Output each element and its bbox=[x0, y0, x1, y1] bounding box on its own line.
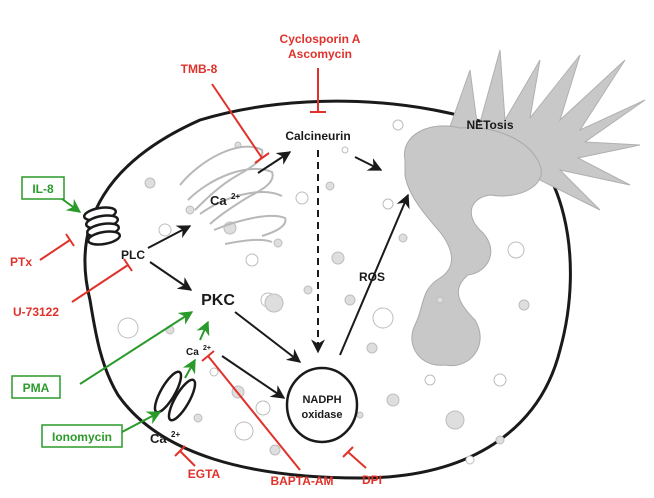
pkc-label: PKC bbox=[201, 292, 235, 309]
signaling-arrows bbox=[147, 150, 410, 399]
pma-label: PMA bbox=[23, 381, 50, 395]
arrow-ionomycin-to-channel bbox=[121, 411, 162, 433]
arrow-ca-to-calcineurin bbox=[257, 151, 292, 174]
endoplasmic-reticulum bbox=[179, 145, 287, 245]
arrow-plc-to-er bbox=[147, 225, 192, 249]
plc-label: PLC bbox=[121, 248, 145, 262]
oxidase-label: oxidase bbox=[302, 409, 343, 421]
ca-cytosol-label: Ca 2+ bbox=[186, 345, 211, 358]
svg-text:2+: 2+ bbox=[231, 192, 240, 201]
netosis-label: NETosis bbox=[466, 118, 513, 132]
il8-box bbox=[21, 176, 65, 200]
ca-extracellular-label: Ca 2+ bbox=[150, 430, 180, 446]
inhibitor-lines bbox=[39, 68, 367, 471]
nadph-oxidase-complex bbox=[285, 366, 359, 444]
ptx-label: PTx bbox=[10, 255, 32, 269]
netosis-structure bbox=[404, 49, 646, 367]
tmb8-label: TMB-8 bbox=[181, 62, 218, 76]
ionomycin-label: Ionomycin bbox=[52, 430, 112, 444]
decondensed-nucleus bbox=[404, 125, 542, 367]
inhibit-dpi bbox=[347, 451, 367, 469]
dpi-label: DPI bbox=[362, 473, 382, 487]
arrow-ca-to-nadph bbox=[221, 355, 286, 399]
ionomycin-box bbox=[41, 424, 123, 448]
arrow-ca-to-pkc bbox=[196, 320, 210, 341]
svg-text:Ca: Ca bbox=[210, 193, 227, 208]
arrow-pkc-to-nadph bbox=[234, 311, 302, 363]
inhibit-u73122 bbox=[71, 264, 129, 303]
ros-label: ROS bbox=[359, 270, 385, 284]
egta-label: EGTA bbox=[188, 467, 221, 481]
svg-text:Ca: Ca bbox=[186, 347, 199, 358]
arrow-plc-to-pkc bbox=[149, 261, 193, 291]
calcineurin-label: Calcineurin bbox=[285, 129, 350, 143]
bapta-label: BAPTA-AM bbox=[270, 474, 333, 488]
arrow-pma-to-pkc bbox=[79, 311, 194, 385]
pma-box bbox=[11, 375, 61, 399]
ca-er-label: Ca 2+ bbox=[210, 192, 240, 208]
svg-text:2+: 2+ bbox=[203, 345, 211, 352]
svg-text:Ca: Ca bbox=[150, 431, 167, 446]
inhibit-egta bbox=[179, 450, 196, 467]
u73122-label: U-73122 bbox=[13, 305, 59, 319]
gpcr-receptor bbox=[82, 206, 122, 246]
svg-text:2+: 2+ bbox=[171, 430, 180, 439]
arrow-channel-to-ca bbox=[182, 358, 196, 379]
cyclosporin-label: Cyclosporin A bbox=[280, 32, 361, 46]
net-fibers bbox=[439, 49, 646, 211]
inhibit-tmb8 bbox=[211, 83, 263, 159]
arrow-calcineurin-to-netosis bbox=[354, 156, 383, 171]
arrow-nadph-to-ros-netosis bbox=[339, 193, 410, 356]
ascomycin-label: Ascomycin bbox=[288, 47, 352, 61]
inhibit-bapta bbox=[207, 355, 301, 471]
inhibit-ptx bbox=[39, 239, 71, 261]
il8-label: IL-8 bbox=[32, 182, 54, 196]
cytoplasm-granules bbox=[117, 119, 530, 465]
nadph-label: NADPH bbox=[302, 394, 341, 406]
